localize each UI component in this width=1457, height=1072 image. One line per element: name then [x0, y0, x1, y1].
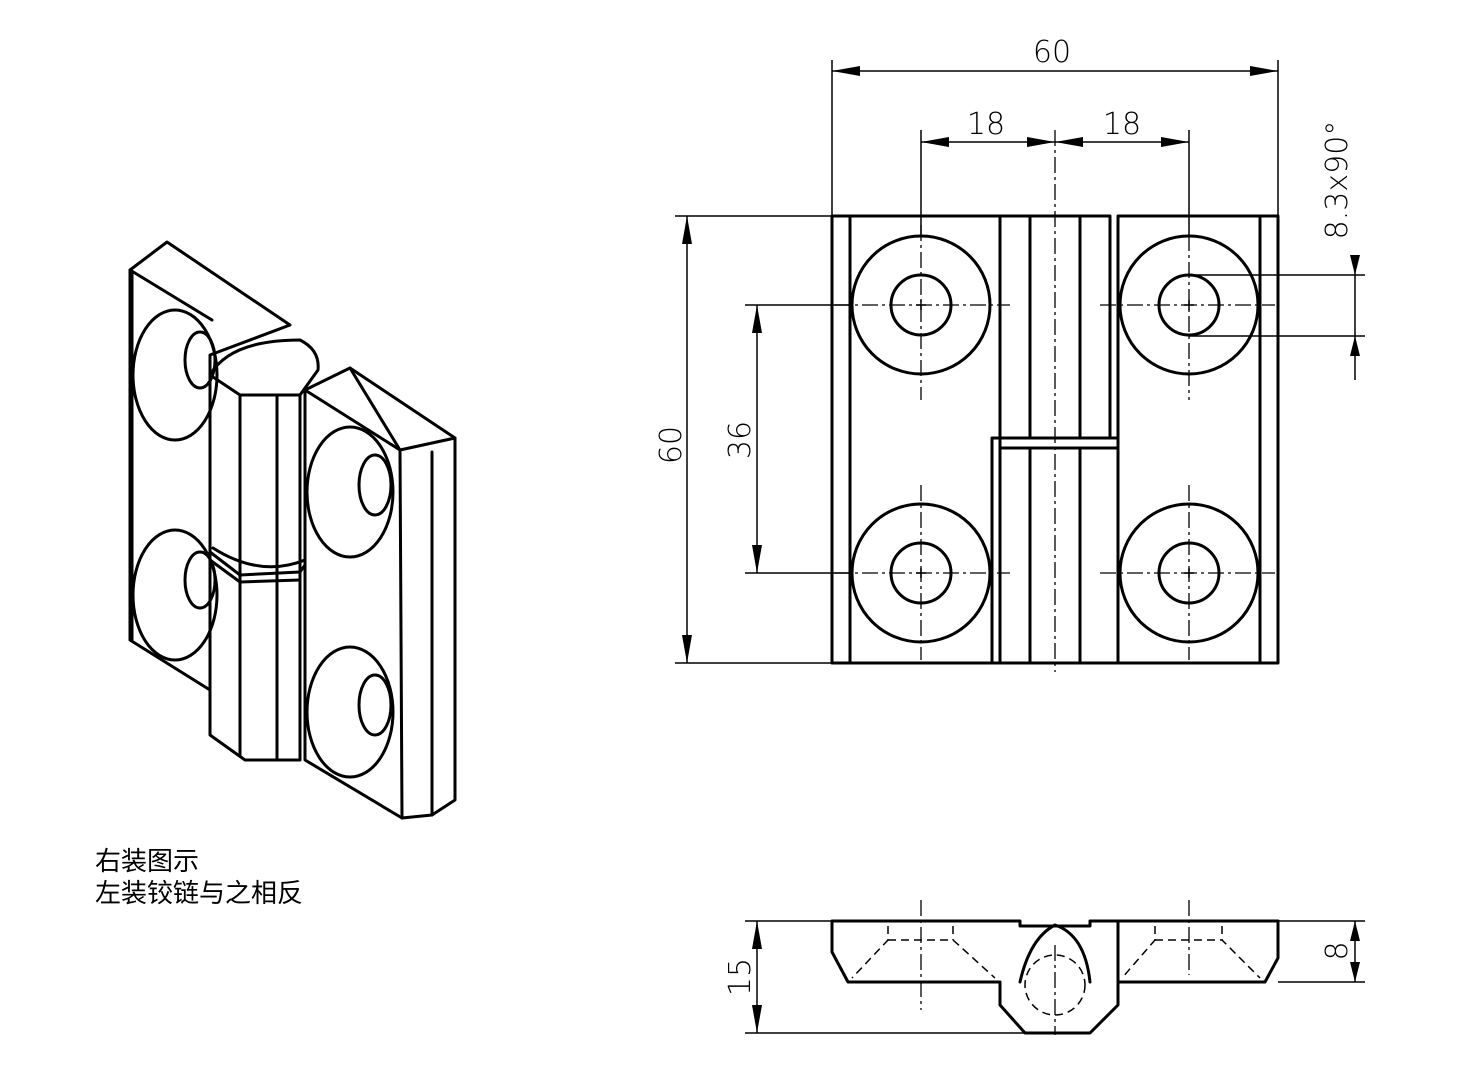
dim-overall-width: 60 — [1033, 35, 1071, 70]
iso-barrel — [208, 338, 320, 762]
note-line-1: 右装图示 — [95, 847, 200, 877]
dim-hole-offset-left: 18 — [967, 107, 1005, 142]
installation-note: 右装图示 左装铰链与之相反 — [95, 846, 303, 910]
dim-total-thickness: 15 — [723, 958, 758, 996]
isometric-view — [128, 240, 457, 820]
side-view — [830, 900, 1280, 1035]
iso-right-leaf — [303, 366, 457, 820]
dim-overall-height: 60 — [654, 426, 689, 464]
front-view — [830, 130, 1280, 672]
note-line-2: 左装铰链与之相反 — [95, 879, 304, 909]
front-centerlines — [835, 130, 1275, 672]
iso-right-holes — [305, 425, 395, 779]
dim-leaf-thickness: 8 — [1320, 941, 1355, 960]
iso-left-holes — [131, 308, 219, 662]
dimension-lines — [675, 60, 1365, 1034]
dimension-labels: 60 18 18 60 36 8.3x90° 15 8 — [654, 35, 1355, 996]
dim-countersink: 8.3x90° — [1320, 121, 1355, 240]
dim-hole-spacing: 36 — [723, 421, 758, 459]
dim-hole-offset-right: 18 — [1103, 107, 1141, 142]
